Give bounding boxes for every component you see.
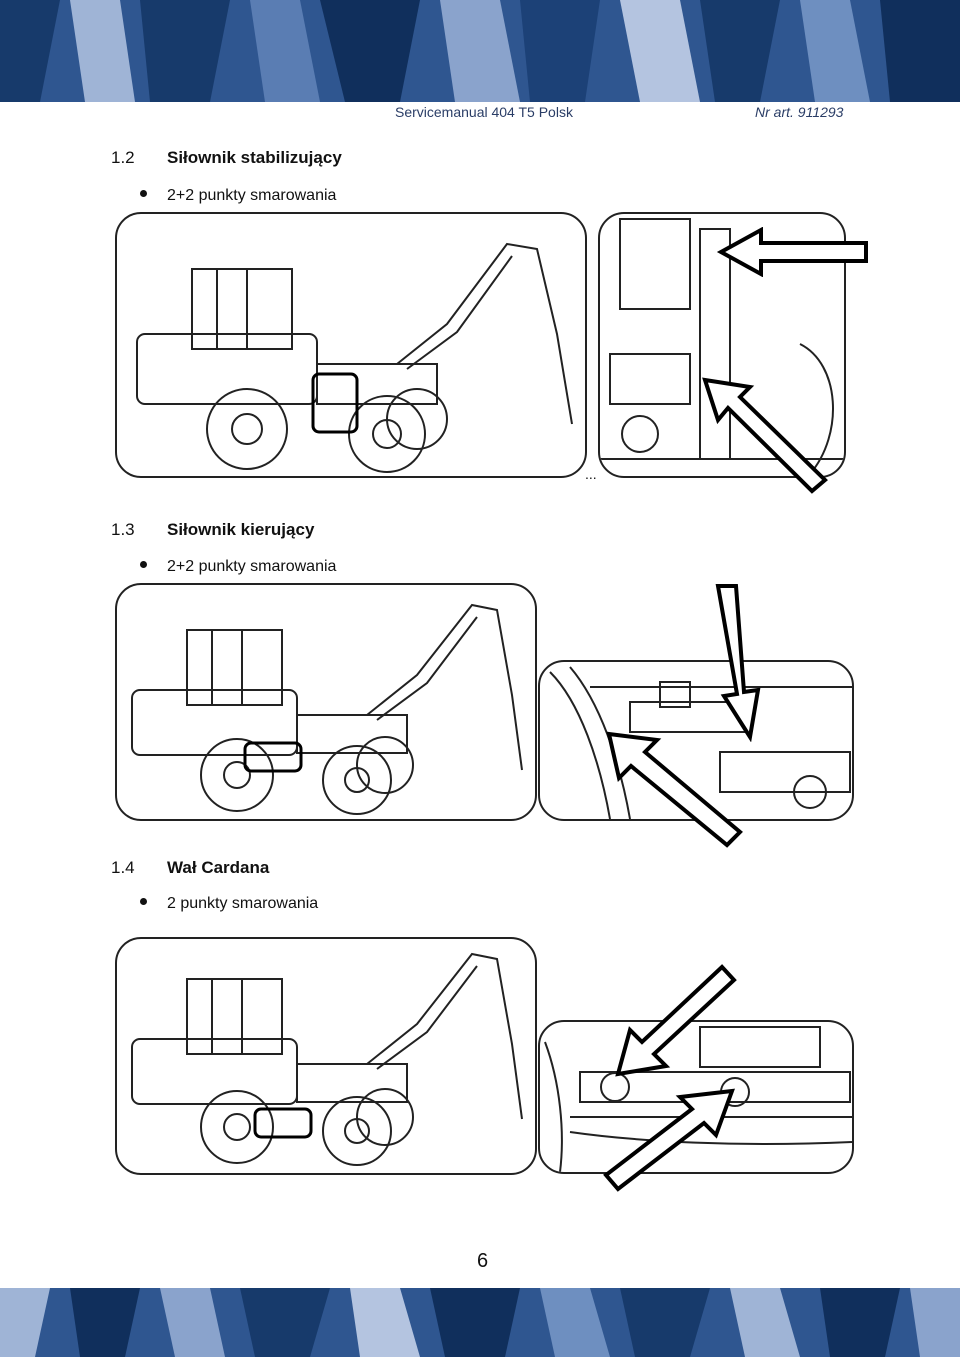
- lubrication-arrow-icon: [603, 1088, 735, 1192]
- article-number: Nr art. 911293: [755, 104, 844, 120]
- harvester-overview-figure: [115, 212, 587, 478]
- bullet-item: 2+2 punkty smarowania: [140, 187, 336, 205]
- bullet-text: 2+2 punkty smarowania: [167, 187, 337, 204]
- section-title: Wał Cardana: [167, 858, 270, 877]
- bullet-item: 2+2 punkty smarowania: [140, 558, 336, 576]
- section-title: Siłownik kierujący: [167, 520, 315, 539]
- footer-decorative-band: [0, 1288, 960, 1357]
- highlight-box-icon: [253, 1107, 313, 1139]
- section-title: Siłownik stabilizujący: [167, 148, 342, 167]
- section-number: 1.3: [111, 520, 135, 539]
- harvester-overview-figure: [115, 937, 537, 1175]
- section-number: 1.2: [111, 148, 135, 167]
- highlight-box-icon: [311, 372, 359, 434]
- section-heading-1-3: 1.3 Siłownik kierujący: [111, 520, 314, 540]
- lubrication-arrow-icon: [715, 584, 761, 742]
- page-number: 6: [477, 1250, 489, 1272]
- highlight-box-icon: [243, 741, 303, 773]
- bullet-dot-icon: [140, 898, 147, 906]
- bullet-text: 2 punkty smarowania: [167, 895, 319, 912]
- section-heading-1-2: 1.2 Siłownik stabilizujący: [111, 148, 342, 168]
- lubrication-arrow-icon: [702, 377, 828, 494]
- header-decorative-band: [0, 0, 960, 102]
- bullet-dot-icon: [140, 190, 147, 198]
- lubrication-arrow-icon: [606, 731, 743, 848]
- lubrication-arrow-icon: [615, 964, 737, 1077]
- bullet-dot-icon: [140, 561, 147, 569]
- section-heading-1-4: 1.4 Wał Cardana: [111, 858, 269, 878]
- bullet-item: 2 punkty smarowania: [140, 895, 318, 913]
- ellipsis-mark: ...: [585, 466, 597, 482]
- manual-title: Servicemanual 404 T5 Polsk: [395, 104, 573, 120]
- section-number: 1.4: [111, 858, 135, 877]
- bullet-text: 2+2 punkty smarowania: [167, 558, 337, 575]
- lubrication-arrow-icon: [716, 227, 868, 277]
- harvester-overview-figure: [115, 583, 537, 821]
